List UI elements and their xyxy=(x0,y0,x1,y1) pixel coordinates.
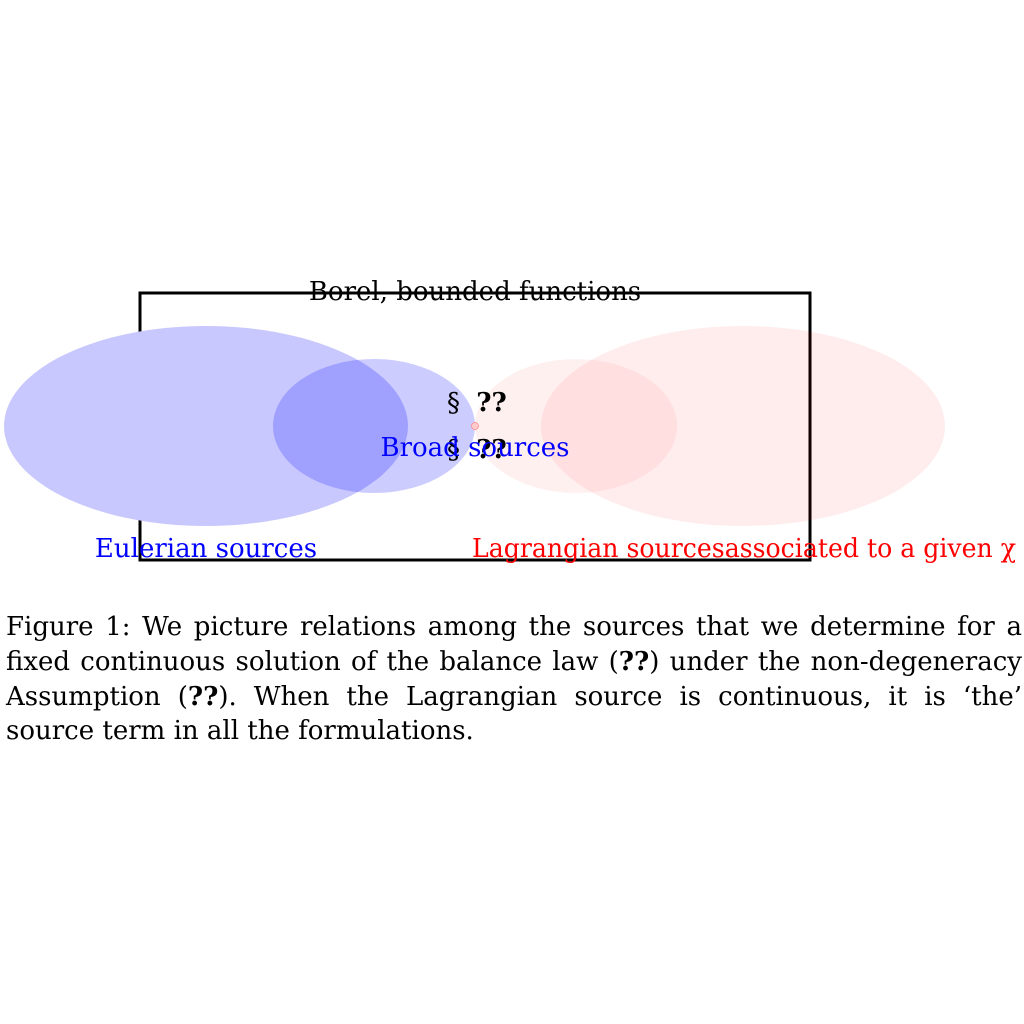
unresolved-ref-marks: ?? xyxy=(476,435,506,465)
broad-sources-ellipse xyxy=(273,359,475,493)
caption-text-2: ) under the non-degeneracy Assumption ( xyxy=(6,646,1022,712)
source-relations-figure: Borel, bounded functions § ?? § ?? Broad… xyxy=(4,277,1016,564)
caption-unresolved-ref-2: ?? xyxy=(187,681,219,712)
lagrangian-inner-ellipse xyxy=(475,359,677,493)
broad-sources-label: Broad sources xyxy=(380,433,569,463)
lagrangian-sources-ellipse xyxy=(541,326,945,526)
caption-prefix: Figure 1: xyxy=(6,612,131,642)
borel-functions-label: Borel, bounded functions xyxy=(309,277,641,307)
caption-text-3: ). When the Lagrangian source is continu… xyxy=(6,681,1022,747)
section-ref-top: § ?? xyxy=(447,388,507,418)
caption-unresolved-ref-1: ?? xyxy=(618,646,650,677)
caption-text-1: We picture relations among the sources t… xyxy=(6,612,1022,677)
lagrangian-sources-label: Lagrangian sourcesassociated to a given … xyxy=(472,534,1016,564)
section-sign: § xyxy=(447,435,460,465)
eulerian-sources-label: Eulerian sources xyxy=(95,534,317,564)
figure-caption: Figure 1: We picture relations among the… xyxy=(6,610,1022,749)
section-ref-bottom: § ?? xyxy=(447,435,507,465)
unresolved-ref-marks: ?? xyxy=(476,388,506,418)
section-sign: § xyxy=(447,388,460,418)
eulerian-sources-ellipse xyxy=(4,326,408,526)
intersection-point xyxy=(471,422,479,430)
